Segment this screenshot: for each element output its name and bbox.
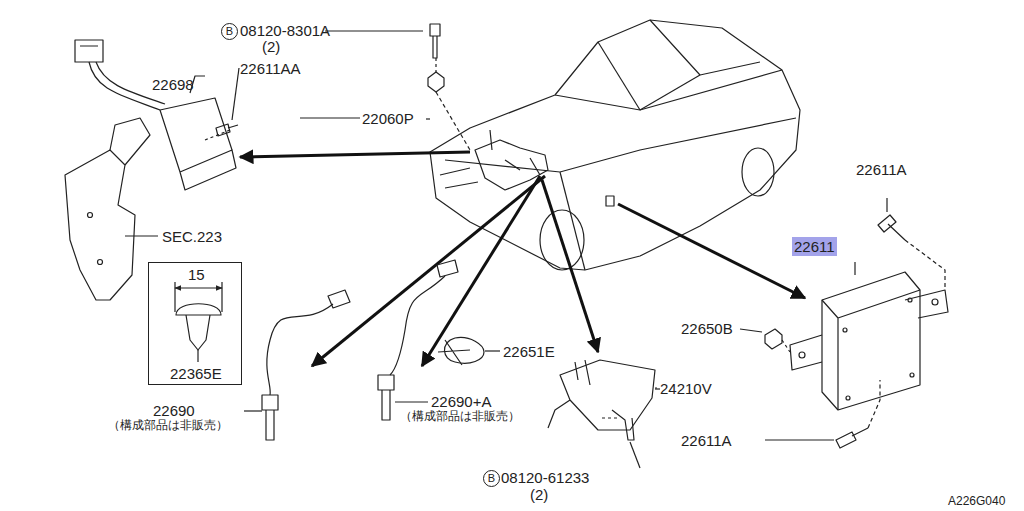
part-number: 22060P [362, 110, 414, 127]
part-number: 22650B [681, 320, 733, 337]
part-number: 22611 [794, 238, 835, 255]
circled-mark: B [483, 470, 500, 487]
part-number: 24210V [660, 380, 712, 397]
part-number: 22690+A [431, 393, 491, 410]
part-number: 22611A [856, 161, 907, 178]
part-number: A226G040 [948, 493, 1005, 510]
note-text: （構成部品は非販売） [400, 409, 520, 423]
circled-mark: B [221, 23, 238, 40]
note-text: （構成部品は非販売） [108, 418, 228, 432]
part-number: 22690 [153, 402, 195, 419]
part-number: 22611A [681, 432, 732, 449]
part-number: 22651E [503, 343, 555, 360]
part-number: 08120-8301A [240, 22, 330, 39]
part-number: 22698 [152, 76, 194, 93]
part-number: (2) [262, 38, 280, 55]
dimension-text: 15 [188, 266, 205, 283]
part-number: 22365E [170, 365, 222, 382]
part-number: 22611AA [240, 60, 301, 77]
inset-box: 15 22365E [148, 262, 242, 385]
highlight-box: 22611 [792, 237, 837, 256]
part-number: SEC.223 [162, 228, 222, 245]
part-number: 08120-61233 [501, 469, 589, 486]
part-number: (2) [530, 486, 548, 503]
